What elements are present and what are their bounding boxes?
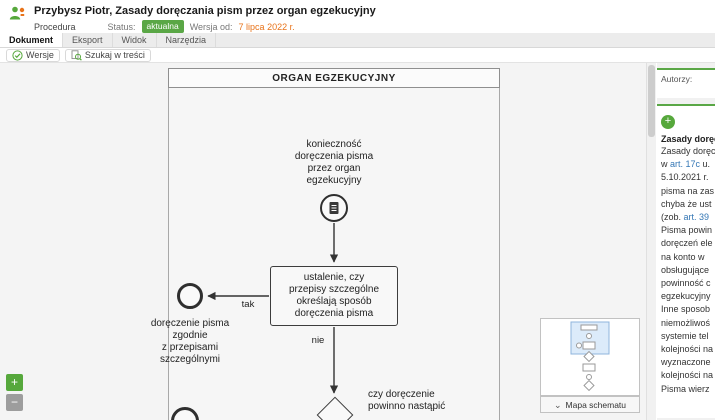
sidebar-text-segment: kolejności na [661,370,714,381]
sidebar-line: kolejności na [661,343,715,356]
sidebar-text-segment: w [661,159,670,170]
zoom-out-button[interactable]: − [6,394,23,411]
search-in-content-button[interactable]: Szukaj w treści [64,48,151,62]
version-value[interactable]: 7 lipca 2022 r. [238,21,295,32]
sidebar-text-segment: wyznaczone [661,357,711,368]
sidebar-line: Inne sposob [661,303,715,316]
sidebar-heading: Zasady doręc [661,134,715,144]
minimap-toggle-button[interactable]: ⌄ Mapa schematu [540,396,640,413]
sidebar-text-segment: pisma na zas [661,185,715,196]
pool-header: ORGAN EGZEKUCYJNY [168,68,500,88]
status-label: Status: [107,21,136,32]
sidebar-text-segment: chyba że ust [661,198,712,209]
minimap[interactable] [540,318,640,396]
sidebar-line: pisma na zas [661,185,715,198]
check-circle-icon [12,49,23,61]
zoom-controls: + − [6,374,23,411]
sidebar-text-segment: systemie tel [661,330,709,341]
vertical-scrollbar[interactable] [646,63,656,420]
versions-label: Wersje [26,50,54,60]
search-icon [71,49,82,61]
minimap-button-label: Mapa schematu [565,399,627,410]
right-sidebar: Autorzy: + Zasady doręc Zasady doręc w ar… [657,63,715,420]
start-event-node[interactable] [320,194,348,222]
sidebar-line: obsługujące [661,264,715,277]
sidebar-text-segment: Pisma wierz [661,383,710,394]
sidebar-text-segment: Zasady doręc [661,146,715,156]
minimap-preview [570,321,610,392]
tab-eksport[interactable]: Eksport [63,33,113,47]
sidebar-line: niemożliwoś [661,317,715,330]
sidebar-text-segment: egzekucyjny [661,291,711,302]
gateway-label: czy doręczenie powinno nastąpić [368,389,446,412]
document-title: Przybysz Piotr, Zasady doręczania pism p… [34,5,376,17]
sidebar-line: doręczeń ele [661,237,715,250]
sidebar-text-segment: obsługujące [661,264,710,275]
sidebar-line: egzekucyjny [661,290,715,303]
sidebar-line: w art. 17c u. [661,158,715,171]
toolbar: Wersje Szukaj w treści [0,48,715,63]
task-node[interactable]: ustalenie, czy przepisy szczególne okreś… [270,266,398,326]
sidebar-line: (zob. art. 39 [661,211,715,224]
sidebar-line: kolejności na [661,369,715,382]
tab-narzędzia[interactable]: Narzędzia [157,33,217,47]
version-label: Wersja od: [189,21,233,32]
authors-card: Autorzy: [657,68,715,98]
diagram-canvas[interactable]: ORGAN EGZEKUCYJNY konieczność doręczenia… [0,63,646,420]
end-event-label: doręczenie pisma zgodnie z przepisami sz… [150,318,230,365]
sidebar-line: wyznaczone [661,356,715,369]
end-event-node[interactable] [177,283,203,309]
sidebar-text-segment: Pisma powin [661,225,713,236]
sidebar-line: chyba że ust [661,198,715,211]
scrollbar-thumb[interactable] [648,65,655,137]
sidebar-text-segment: na konto w [661,251,705,262]
authors-label: Autorzy: [661,74,693,84]
sidebar-text-segment: u. [700,159,711,170]
branch-no-label: nie [311,335,325,346]
sidebar-line: Pisma wierz [661,383,715,396]
document-meta: Procedura Status: aktualna Wersja od: 7 … [34,20,295,33]
add-button[interactable]: + [661,114,675,129]
sidebar-line: Pisma powin [661,224,715,237]
sidebar-text-segment: Inne sposob [661,304,711,315]
pool-lane [168,88,500,420]
sidebar-line: 5.10.2021 r. [661,171,715,184]
zoom-in-button[interactable]: + [6,374,23,391]
sidebar-text-segment: 5.10.2021 r. [661,172,709,183]
status-badge: aktualna [141,20,184,33]
sidebar-line: na konto w [661,251,715,264]
sidebar-line: systemie tel [661,330,715,343]
sidebar-text-segment: niemożliwoś [661,317,711,328]
branch-yes-label: tak [241,299,255,310]
notes-card: + Zasady doręc Zasady doręc w art. 17c u.… [657,104,715,418]
sidebar-text-segment: powinność c [661,278,711,289]
sidebar-text-segment: (zob. [661,212,684,223]
sidebar-text-segment: kolejności na [661,344,714,355]
sidebar-line: powinność c [661,277,715,290]
chevron-down-icon: ⌄ [553,399,562,410]
search-label: Szukaj w treści [84,50,145,60]
sidebar-text-segment: doręczeń ele [661,238,713,249]
doc-type-label: Procedura [34,21,76,32]
sidebar-link[interactable]: art. 39 [683,212,710,223]
start-event-label: konieczność doręczenia pisma przez organ… [294,139,374,186]
document-icon [329,202,339,214]
sidebar-line: Zasady doręc [661,145,715,158]
sidebar-link[interactable]: art. 17c [670,159,701,170]
tab-dokument[interactable]: Dokument [0,33,64,47]
procedure-icon [9,6,25,20]
tab-widok[interactable]: Widok [113,33,157,47]
versions-button[interactable]: Wersje [6,48,60,62]
